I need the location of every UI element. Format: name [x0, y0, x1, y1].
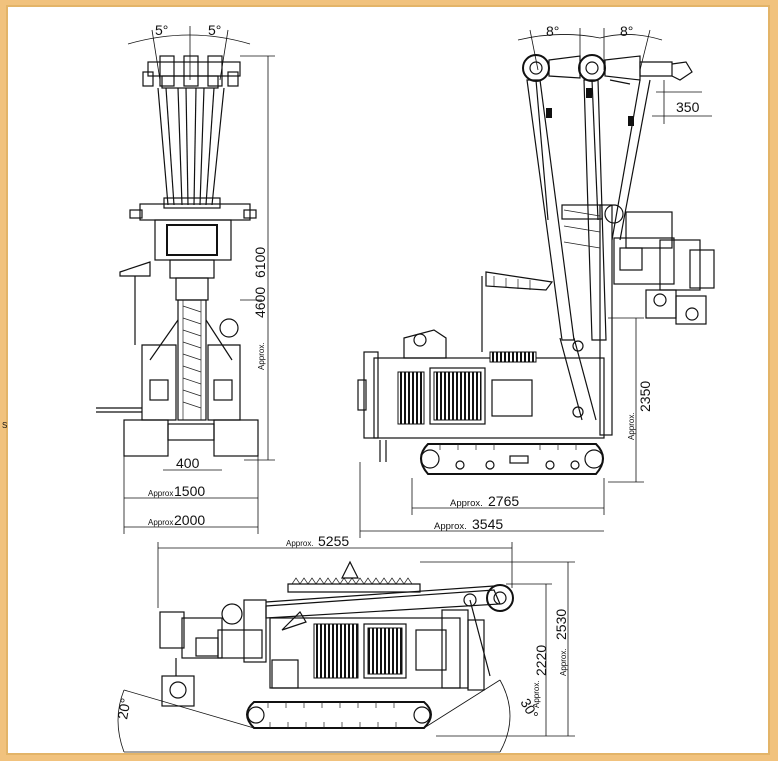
side-track-length-prefix: Approx. [450, 498, 483, 509]
transport-height-inner-prefix: Approx. [532, 680, 541, 708]
margin-fragment: S [2, 421, 7, 430]
front-gauge: 1500 [174, 483, 205, 499]
side-track-length: 2765 [488, 493, 519, 509]
transport-length: 5255 [318, 533, 349, 549]
transport-length-prefix: Approx. [286, 539, 314, 548]
front-width: 2000 [174, 512, 205, 528]
front-angle-left: 5° [155, 22, 168, 38]
side-angle-left: 8° [546, 23, 559, 39]
front-height-mast-prefix: Approx. [257, 342, 266, 370]
side-head-offset: 350 [676, 99, 700, 115]
front-width-prefix: Approx [148, 518, 173, 527]
front-view: 5° 5° [96, 22, 275, 534]
side-view: 8° 8° 350 [357, 23, 715, 538]
transport-angle-left: 20° [114, 697, 133, 721]
transport-view: Approx. 5255 [114, 533, 575, 753]
side-angle-right: 8° [620, 23, 633, 39]
front-height-total: 6100 [252, 247, 268, 278]
side-overall-length-prefix: Approx. [434, 521, 467, 532]
front-offset: 400 [176, 455, 200, 471]
side-head-height-prefix: Approx. [627, 412, 636, 440]
transport-height-outer: 2530 [553, 609, 569, 640]
transport-height-inner: 2220 [533, 645, 549, 676]
front-angle-right: 5° [208, 22, 221, 38]
front-height-mast: 4600 [252, 287, 268, 318]
side-overall-length: 3545 [472, 516, 503, 532]
transport-height-outer-prefix: Approx. [559, 648, 568, 676]
side-head-height: 2350 [637, 381, 653, 412]
front-gauge-prefix: Approx [148, 489, 173, 498]
